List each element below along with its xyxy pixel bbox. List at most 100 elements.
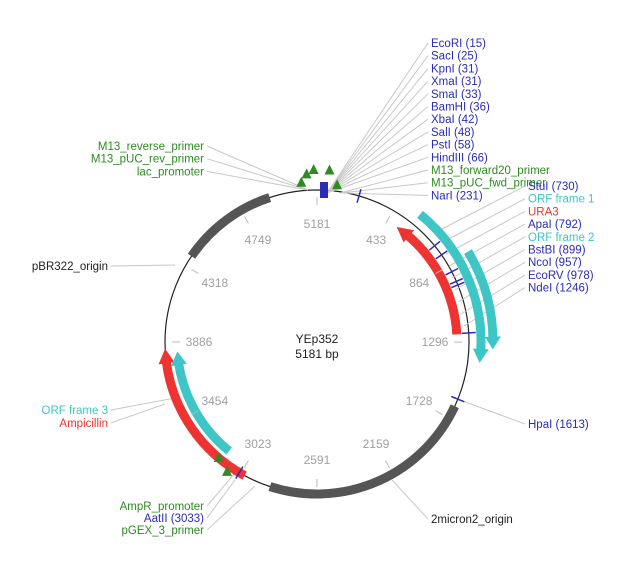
- primer-marker: [324, 164, 335, 175]
- feature-label: ApaI (792): [528, 219, 582, 231]
- scale-tick-mark: [243, 460, 249, 468]
- leader-line: [326, 106, 429, 194]
- cut-site-tick: [428, 240, 441, 251]
- scale-tick-label: 3023: [245, 437, 272, 451]
- feature-label: BamHI (36): [431, 102, 490, 114]
- feature-label: M13_pUC_fwd_primer: [431, 178, 546, 190]
- primer-markers: [213, 164, 343, 476]
- scale-tick-mark: [435, 269, 443, 275]
- scale-tick-mark: [244, 216, 249, 224]
- leader-line: [463, 287, 526, 327]
- scale-tick-mark: [385, 216, 391, 224]
- leader-line: [110, 397, 176, 411]
- scale-tick-label: 2591: [304, 453, 331, 467]
- scale-tick-label: 3454: [201, 394, 228, 408]
- leader-line: [326, 93, 429, 194]
- leader-line: [110, 403, 166, 424]
- leader-line: [110, 264, 176, 267]
- scale-tick-label: 4318: [201, 276, 228, 290]
- feature-label: PstI (58): [431, 140, 475, 152]
- scale-tick-label: 5181: [304, 217, 331, 231]
- primer-marker: [296, 176, 307, 187]
- feature-label: BstBI (899): [528, 245, 586, 257]
- feature-label: NarI (231): [431, 190, 483, 202]
- feature-label: SacI (25): [431, 51, 478, 63]
- cut-site-tick: [356, 188, 362, 203]
- feature-ura3: [396, 226, 462, 335]
- cut-site-tick: [461, 331, 476, 335]
- plasmid-name: YEp352: [296, 332, 339, 346]
- cut-site-tick: [235, 466, 244, 480]
- feature-orf-frame-1: [417, 210, 489, 363]
- feature-label: lac_promoter: [137, 166, 204, 178]
- leader-line: [339, 169, 429, 194]
- scale-tick-label: 3886: [186, 335, 213, 349]
- feature-label: HpaI (1613): [528, 419, 589, 431]
- restriction-site-ticks: [235, 188, 476, 480]
- primer-marker: [301, 168, 312, 179]
- feature-label: Ampicillin: [59, 418, 108, 430]
- scale-tick-label: 864: [409, 276, 429, 290]
- feature-label: SmaI (33): [431, 89, 482, 101]
- primer-marker: [308, 164, 319, 175]
- leader-line: [326, 55, 429, 194]
- feature-label: AmpR_promoter: [120, 501, 205, 513]
- leader-line: [445, 210, 526, 255]
- scale-tick-mark: [435, 410, 443, 416]
- feature-label: ORF frame 1: [528, 194, 594, 206]
- feature-label: XbaI (42): [431, 114, 478, 126]
- plasmid-size: 5181 bp: [295, 347, 339, 361]
- feature-label: EcoRI (15): [431, 38, 486, 50]
- feature-labels: EcoRI (15)SacI (25)KpnI (31)XmaI (31)Sma…: [32, 38, 595, 537]
- feature-label: KpnI (31): [431, 63, 478, 75]
- leader-line: [326, 144, 429, 194]
- leader-line: [206, 158, 309, 191]
- cut-site-tick: [451, 395, 465, 403]
- leader-line: [206, 485, 256, 531]
- feature-label: M13_forward20_primer: [431, 165, 550, 177]
- leader-line: [326, 68, 429, 194]
- leader-line: [326, 156, 429, 194]
- cut-site-tick: [451, 281, 465, 289]
- feature-label: NcoI (957): [528, 257, 582, 269]
- leader-line: [206, 479, 236, 519]
- feature-label: pGEX_3_primer: [122, 525, 205, 537]
- leader-line: [206, 145, 309, 191]
- scale-tick-mark: [191, 268, 199, 274]
- scale-tick-label: 1728: [406, 394, 433, 408]
- leader-line: [442, 198, 526, 243]
- scale-tick-label: 1296: [422, 335, 449, 349]
- feature-label: NdeI (1246): [528, 283, 589, 295]
- leader-line: [341, 182, 429, 194]
- label-leader-lines: [110, 42, 526, 531]
- feature-label: EcoRV (978): [528, 270, 594, 282]
- feature-label: StuI (730): [528, 181, 579, 193]
- leader-line: [326, 118, 429, 194]
- leader-line: [439, 185, 526, 231]
- feature-label: M13_reverse_primer: [98, 141, 204, 153]
- cut-site-tick: [445, 267, 459, 276]
- leader-line: [342, 192, 429, 196]
- feature-label: pBR322_origin: [32, 261, 108, 273]
- feature-pbr322-origin: [187, 193, 272, 259]
- feature-label: 2micron2_origin: [431, 514, 513, 526]
- leader-line: [391, 479, 429, 520]
- primer-marker: [213, 451, 224, 462]
- leader-line: [206, 170, 309, 191]
- scale-tick-label: 2159: [363, 437, 390, 451]
- feature-label: M13_pUC_rev_primer: [91, 154, 204, 166]
- feature-label: SalI (48): [431, 127, 475, 139]
- feature-label: ORF frame 3: [42, 405, 108, 417]
- scale-tick-mark: [385, 460, 390, 468]
- feature-orf-frame-2: [464, 249, 501, 350]
- leader-line: [459, 399, 526, 425]
- feature-label: HindIII (66): [431, 152, 488, 164]
- leader-line: [326, 42, 429, 194]
- scale-tick-label: 433: [366, 233, 386, 247]
- scale-ticks: 5181 433 864 1296 1728 2159 2591 3023 3454 3886 43…: [171, 197, 463, 488]
- feature-ampicillin: [158, 348, 247, 480]
- feature-label: AatII (3033): [144, 513, 204, 525]
- scale-tick-mark: [191, 410, 199, 415]
